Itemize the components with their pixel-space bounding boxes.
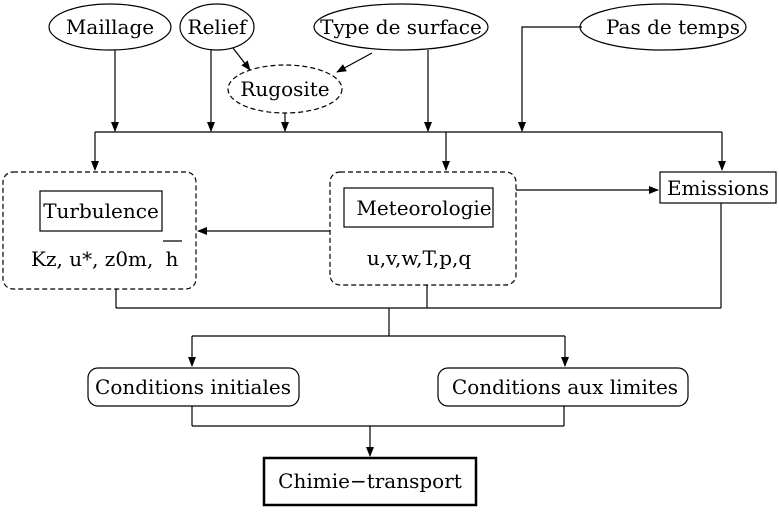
turbulence-box	[39, 190, 163, 232]
relief-node	[179, 3, 255, 51]
pas-temps-label: Pas de temps	[606, 15, 740, 39]
conditions-limites-label: Conditions aux limites	[452, 375, 678, 399]
type-surface-node	[313, 3, 489, 51]
type-surface-label: Type de surface	[320, 15, 482, 39]
meteorologie-label: Meteorologie	[356, 196, 491, 220]
conditions-initiales-box	[87, 367, 300, 407]
arrow-surface-rugosite	[336, 52, 373, 73]
maillage-node	[48, 3, 172, 51]
emissions-box	[659, 171, 777, 204]
turbulence-label: Turbulence	[43, 199, 159, 223]
turbulence-module	[2, 171, 197, 290]
chimie-transport-label: Chimie−transport	[278, 469, 462, 493]
relief-label: Relief	[188, 15, 249, 39]
chimie-transport-box	[262, 456, 478, 507]
arrow-relief-rugosite	[232, 47, 251, 71]
turbulence-vars: Kz, u*, z0m,	[31, 247, 153, 271]
conditions-limites-box	[437, 367, 689, 407]
turbulence-hbar: h	[166, 247, 179, 271]
arrow-pas-temps	[518, 26, 582, 132]
emissions-label: Emissions	[667, 176, 769, 200]
meteorologie-box	[343, 187, 494, 228]
conditions-initiales-label: Conditions initiales	[95, 375, 291, 399]
meteorologie-module	[329, 171, 517, 286]
meteorologie-vars: u,v,w,T,p,q	[367, 246, 472, 270]
rugosite-label: Rugosite	[240, 77, 329, 101]
maillage-label: Maillage	[66, 15, 154, 39]
